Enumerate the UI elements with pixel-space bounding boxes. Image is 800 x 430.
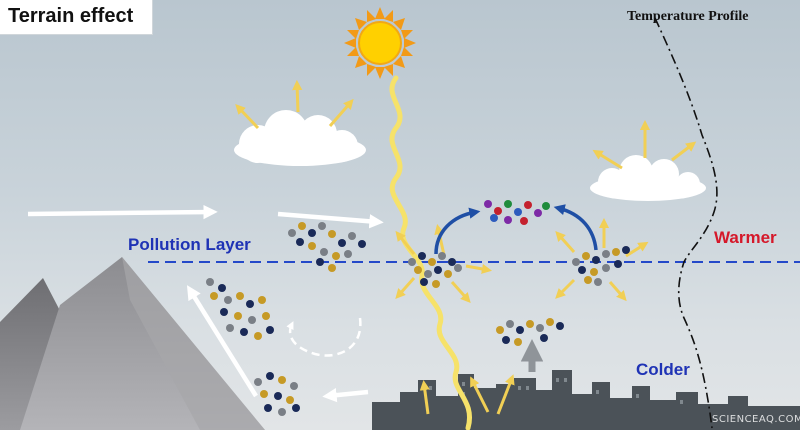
particle-cluster-icon [496, 318, 564, 346]
particle-cluster-icon [572, 246, 630, 286]
aerosol-scattering-arrows [395, 217, 649, 415]
particle-cluster-icon [288, 222, 366, 272]
particle-cluster-icon [408, 252, 462, 288]
particle-cluster-icon [206, 278, 274, 340]
watermark: SCIENCEAQ.COM [712, 414, 800, 425]
warmer-label: Warmer [714, 228, 777, 247]
particle-cluster-icon [484, 200, 550, 225]
city-skyline-icon [372, 370, 800, 430]
cloud-icon [234, 110, 366, 166]
mountain-icon [0, 257, 265, 430]
sun-icon [344, 7, 416, 79]
pollution-layer-label: Pollution Layer [128, 235, 251, 254]
temperature-profile-label: Temperature Profile [627, 9, 749, 24]
uplift-arrow-left [434, 207, 481, 255]
title-box: Terrain effect [0, 0, 153, 35]
colder-label: Colder [636, 360, 690, 379]
particle-cluster-icon [254, 372, 300, 416]
wind-arrow-icon [27, 204, 384, 403]
cloud-reflection-arrows [235, 79, 697, 170]
temperature-profile-curve [654, 17, 718, 429]
uplift-arrow-right [553, 204, 598, 251]
diagram-title: Terrain effect [8, 5, 134, 27]
recirculation-arrow [286, 317, 362, 357]
sunlight-beam-icon [389, 75, 472, 430]
cloud-icon [590, 155, 706, 201]
